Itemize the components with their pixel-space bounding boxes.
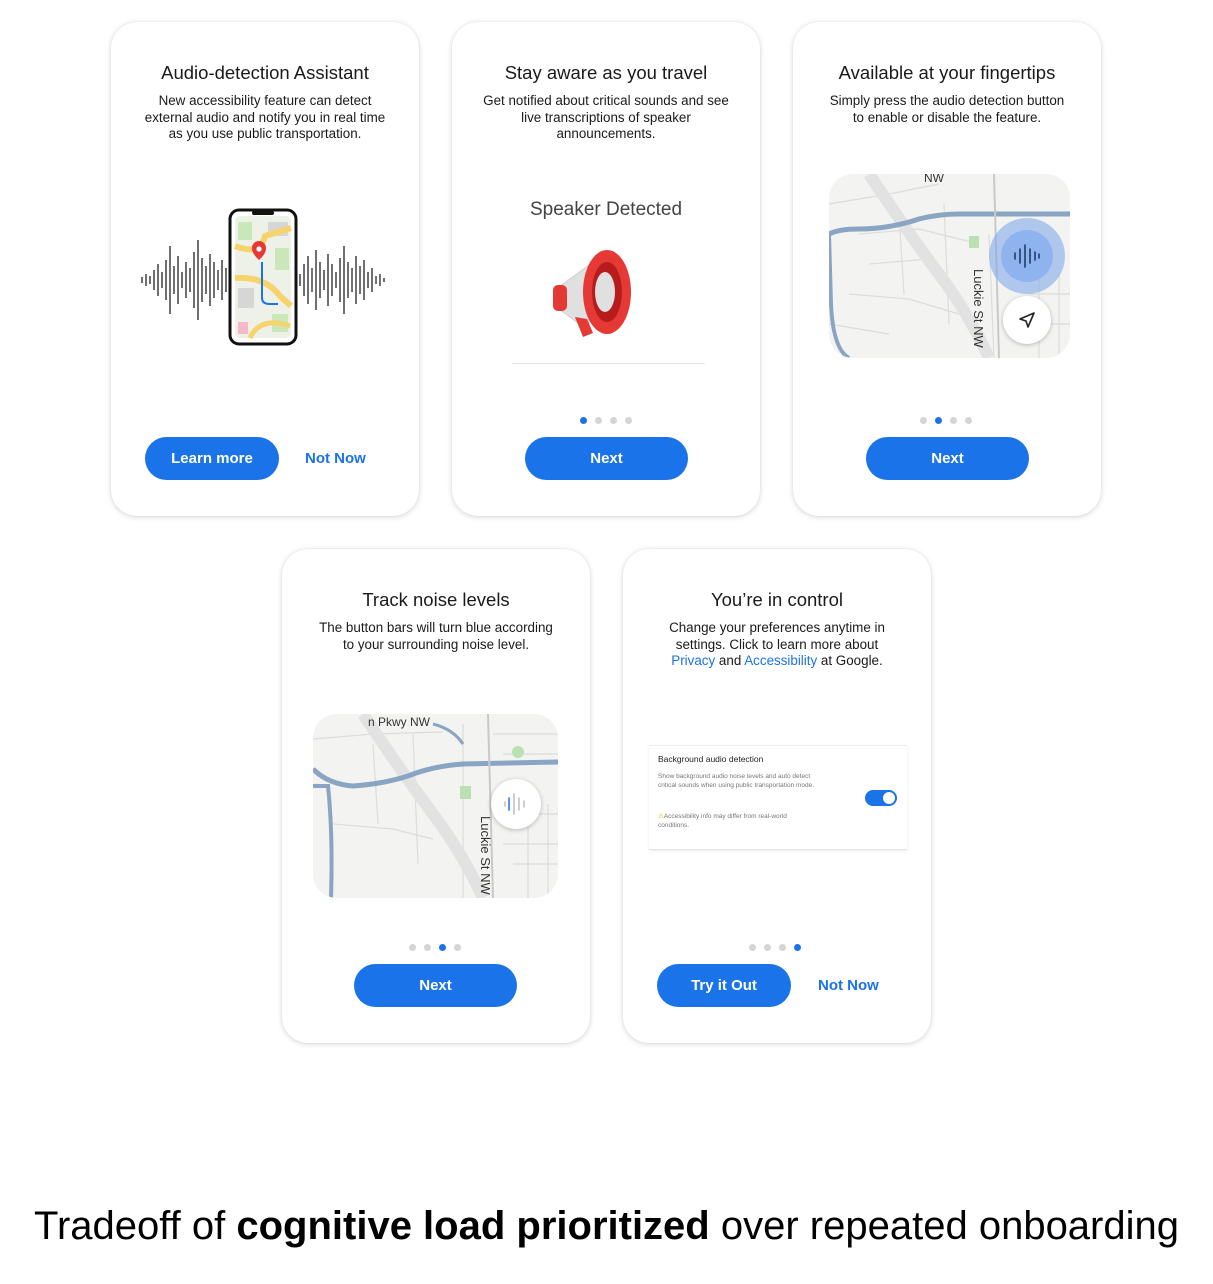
page-indicator (580, 417, 632, 424)
map-label-street: NW (924, 174, 945, 185)
onboarding-card-fingertips: Available at your fingertips Simply pres… (793, 22, 1101, 516)
page-dot[interactable] (424, 944, 431, 951)
map-preview: n Pkwy NW Luckie St NW (313, 714, 558, 898)
page-dot[interactable] (920, 417, 927, 424)
megaphone-icon (553, 250, 631, 337)
divider (512, 363, 705, 364)
page-dot[interactable] (580, 417, 587, 424)
page-dot[interactable] (595, 417, 602, 424)
not-now-button[interactable]: Not Now (818, 977, 879, 994)
privacy-link[interactable]: Privacy (671, 653, 716, 668)
map-label-street: n Pkwy NW (368, 715, 431, 729)
next-button[interactable]: Next (866, 437, 1029, 480)
desc-text: Change your preferences anytime in setti… (669, 620, 885, 652)
page-dot[interactable] (779, 944, 786, 951)
audio-wave-icon (504, 793, 525, 815)
onboarding-card-intro: Audio-detection Assistant New accessibil… (111, 22, 419, 516)
background-audio-toggle[interactable] (865, 790, 897, 806)
card-title: Audio-detection Assistant (161, 62, 369, 83)
page-indicator (749, 944, 801, 951)
page-indicator (920, 417, 972, 424)
card-title: Available at your fingertips (838, 62, 1056, 83)
onboarding-card-noise-levels: Track noise levels The button bars will … (282, 549, 590, 1043)
try-it-out-button[interactable]: Try it Out (657, 964, 791, 1007)
setting-title: Background audio detection (658, 754, 764, 764)
card-title: Track noise levels (362, 589, 510, 610)
slide-caption: Tradeoff of cognitive load prioritized o… (0, 1204, 1213, 1249)
card-title: Stay aware as you travel (504, 62, 708, 83)
page-dot[interactable] (439, 944, 446, 951)
page-dot[interactable] (764, 944, 771, 951)
warning-icon: ⚠ (658, 813, 664, 820)
map-preview: NW Luckie St NW (829, 174, 1070, 358)
audio-detection-button[interactable] (989, 218, 1065, 294)
page-dot[interactable] (409, 944, 416, 951)
audio-wave-icon (1014, 244, 1040, 268)
street-label-vertical: Luckie St NW (478, 816, 493, 895)
caption-part1: Tradeoff of (34, 1204, 226, 1248)
settings-preview: Background audio detection Show backgrou… (649, 745, 907, 850)
setting-warning: ⚠Accessibility info may differ from real… (658, 813, 787, 829)
speaker-detected-label: Speaker Detected (529, 199, 683, 220)
card-title: You’re in control (711, 589, 843, 610)
next-button[interactable]: Next (354, 964, 517, 1007)
card-description: New accessibility feature can detect ext… (144, 93, 386, 141)
page-dot[interactable] (794, 944, 801, 951)
audio-detection-button[interactable] (491, 779, 541, 829)
and-text: and (718, 653, 742, 668)
phone-map-icon (141, 208, 385, 346)
page-dot[interactable] (749, 944, 756, 951)
caption-bold: cognitive load prioritized (236, 1204, 710, 1248)
page-dot[interactable] (610, 417, 617, 424)
page-dot[interactable] (935, 417, 942, 424)
page-dot[interactable] (965, 417, 972, 424)
card-description: Get notified about critical sounds and s… (483, 93, 729, 141)
page-indicator (409, 944, 461, 951)
card-description: Simply press the audio detection button … (829, 93, 1065, 125)
onboarding-card-control: You’re in control Change your preference… (623, 549, 931, 1043)
onboarding-card-stay-aware: Stay aware as you travel Get notified ab… (452, 22, 760, 516)
card-description: Change your preferences anytime in setti… (653, 620, 901, 670)
next-button[interactable]: Next (525, 437, 688, 480)
learn-more-button[interactable]: Learn more (145, 437, 279, 480)
page-dot[interactable] (625, 417, 632, 424)
page-dot[interactable] (454, 944, 461, 951)
navigation-arrow-icon (1019, 312, 1035, 328)
street-label-vertical: Luckie St NW (971, 269, 986, 348)
setting-description: Show background audio noise levels and a… (658, 773, 815, 789)
card-description: The button bars will turn blue according… (319, 620, 553, 652)
not-now-button[interactable]: Not Now (305, 450, 366, 467)
at-google-text: at Google. (820, 653, 883, 668)
navigation-button[interactable] (1003, 296, 1051, 344)
accessibility-link[interactable]: Accessibility (744, 653, 818, 668)
caption-part2: over repeated onboarding (720, 1204, 1179, 1248)
page-dot[interactable] (950, 417, 957, 424)
